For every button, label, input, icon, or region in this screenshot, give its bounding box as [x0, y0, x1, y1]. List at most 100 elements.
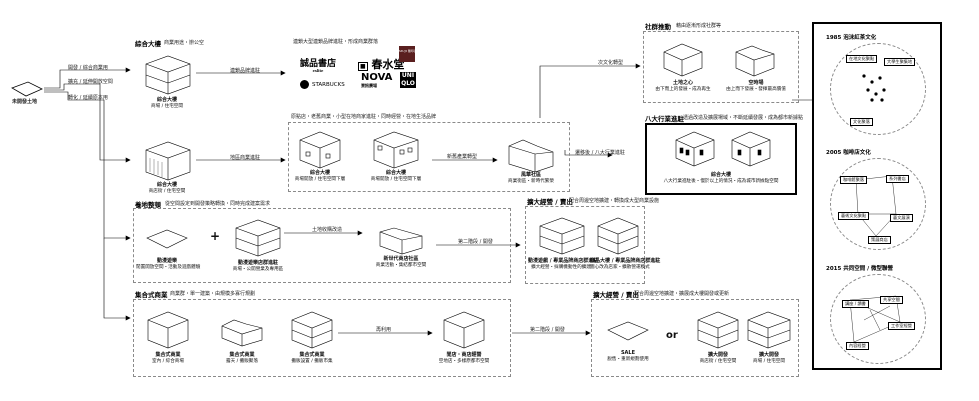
caption-c17: 擴大開發商場 / 住宅空間 — [752, 352, 786, 364]
culture-title-1: 1985 泡沫紅茶文化 — [826, 35, 877, 41]
expand2-box — [591, 299, 799, 377]
local-shops-box — [288, 122, 570, 192]
culture-node: 大學生聚集地 — [884, 58, 916, 66]
culture-node: 藝文展演 — [890, 214, 913, 222]
culture-node: 在地文化聚點 — [846, 55, 878, 63]
caption-c8: 新世代商店社區商業活動・集結都市空間 — [375, 256, 427, 268]
logo-muji: MUJI 無印良品 — [399, 46, 420, 62]
logo-chunshui: ■ 春水堂 — [358, 58, 405, 71]
social-box — [643, 31, 799, 103]
building-illustration — [373, 131, 419, 169]
logo-starbucks: STARBUCKS — [300, 80, 345, 89]
building-illustration — [235, 219, 281, 257]
caption-c3: 綜合大樓商場開放 / 住宅空間下層 — [294, 170, 346, 182]
culture-dots-1 — [862, 74, 886, 102]
flow-land-stock: 土地收購改造 — [312, 227, 343, 233]
culture-circle-1 — [830, 43, 926, 135]
branch-label-2: 擴充 / 延伸開放空間 — [68, 79, 113, 85]
culture-circle-2 — [830, 158, 926, 250]
section-subtitle-open-ground: 從空間設定到開發策略轉換・同時完成建案需求 — [165, 201, 271, 207]
culture-node: 講座 / 讀書 — [842, 300, 869, 308]
building-illustration — [147, 311, 189, 349]
building-illustration — [539, 217, 585, 255]
culture-node: 策展商店 — [868, 236, 891, 244]
caption-c2: 綜合大樓商店街 / 住宅空間 — [148, 182, 186, 194]
land-plot-icon — [607, 321, 649, 341]
culture-node: 工作室經營 — [888, 322, 915, 330]
caption-c11: 集合式商業室內 / 綜合商場 — [151, 352, 185, 364]
section-title-complex-mall: 綜合大樓 — [135, 40, 161, 48]
caption-c18: 土地之心由下而上的發展・成為再生 — [655, 80, 711, 92]
land-plot-icon — [146, 229, 188, 249]
section-title-social: 社群推動 — [645, 23, 671, 31]
caption-c4: 綜合大樓商場開放 / 住宅空間下層 — [370, 170, 422, 182]
or-label: or — [666, 330, 678, 341]
section-subtitle-social: 藉由逐漸形成社群等 — [676, 23, 722, 29]
building-illustration — [443, 311, 485, 349]
flow-second-use: 第二階段 / 開發 — [458, 239, 493, 245]
building-illustration — [145, 141, 191, 181]
branch-label-1: 開發 / 綜合商業用 — [68, 65, 108, 71]
flow-newgen: 新舊產業轉型 — [447, 154, 478, 160]
caption-c19: 空時場由上而下發展・發揮最高價值 — [726, 80, 786, 92]
collective-box — [133, 299, 511, 377]
plus-icon: + — [210, 229, 221, 243]
building-illustration — [675, 131, 715, 167]
building-illustration — [221, 319, 263, 347]
flow-plan-reuse: 再利用 — [376, 327, 392, 333]
local-note: 原點店・老舊商業・小型在地商家進駐・同時經營・在地生活品牌 — [291, 114, 437, 120]
section-subtitle-eight-line: 透過改造及擴展場域・不斷延續發展・成為都市新據點 — [683, 115, 804, 121]
building-illustration — [291, 311, 333, 349]
section-title-expand1: 擴大經營 / 賣出 — [527, 198, 573, 206]
culture-node: 藝術文化聚點 — [838, 212, 870, 220]
culture-node: 咖啡館聚落 — [840, 176, 867, 184]
caption-c5: 風華社區商業街區・新時代繁榮 — [508, 172, 554, 184]
culture-circle-3 — [830, 274, 926, 364]
flow-eight-move: 遷移後 / 八大行業進駐 — [575, 150, 625, 156]
flow-local-shops: 地區商業進駐 — [230, 155, 261, 161]
flow-second-use2: 第二階段 / 開發 — [530, 327, 565, 333]
section-subtitle-collective: 商業群・單一建築・由規模多寡行規劃 — [170, 291, 256, 297]
building-illustration — [663, 43, 703, 77]
caption-c16: 擴大開發商店街 / 住宅空間 — [699, 352, 737, 364]
flow-brand-intro: 連鎖品牌進駐 — [230, 68, 261, 74]
origin-label: 未開發土地 — [12, 99, 38, 105]
flow-culture: 次文化轉型 — [598, 60, 624, 66]
building-illustration — [379, 227, 423, 255]
building-illustration — [747, 311, 791, 349]
brand-note: 連鎖大型連鎖品牌進駐・形成商業群落 — [293, 39, 379, 45]
section-subtitle-expand1: 配合周邊空地擴建・轉換成大型商業設施 — [569, 198, 660, 204]
eight-line-box — [645, 123, 797, 195]
caption-c6: 動漫遊樂閒置開放空間・活動及遊戲體驗 — [136, 258, 201, 270]
caption-c9: 動漫遊戲 / 專業品牌商店群進駐擴大經營・採購機動性的擴建 — [528, 258, 599, 270]
section-title-expand2: 擴大經營 / 賣出 — [593, 291, 639, 299]
caption-c1: 綜合大樓商場 / 住宅空間 — [150, 97, 184, 109]
section-title-eight-line: 八大行業進駐 — [645, 115, 684, 123]
building-illustration — [735, 45, 775, 77]
open-ground-box — [133, 208, 511, 283]
origin-land-icon — [11, 81, 43, 97]
culture-node: 系列書店 — [886, 175, 909, 183]
section-subtitle-complex-mall: 商業用途・辦公空 — [164, 40, 205, 46]
building-illustration — [597, 217, 639, 255]
building-illustration — [731, 131, 771, 167]
expand1-box — [525, 206, 645, 284]
section-title-open-ground: 養地整頓 — [135, 201, 161, 209]
building-illustration — [508, 139, 554, 173]
section-title-collective: 集合式商業 — [135, 291, 168, 299]
caption-c14: 閒店・商店經營空地店・多樣原都市空間 — [438, 352, 490, 364]
caption-c7: 動漫遊樂店群進駐商場・公開營業及專用區 — [232, 260, 284, 272]
section-subtitle-expand2: 配合周邊空地擴建・擴展成大樓開發或更新 — [634, 291, 730, 297]
culture-title-2: 2005 咖啡店文化 — [826, 150, 871, 156]
building-illustration — [697, 311, 739, 349]
culture-title-3: 2015 共同空間 / 微型聯營 — [826, 266, 894, 272]
building-illustration — [299, 131, 341, 169]
branch-label-3: 轉化 / 延續原本用 — [68, 95, 108, 101]
logo-uniqlo: UNI QLO — [400, 72, 416, 88]
caption-c20: 綜合大樓八大行業進駐後・慢於以上的情況・成為城市新據點空間 — [663, 172, 779, 184]
caption-c12: 集合式商業露天 / 攤販聚落 — [225, 352, 259, 364]
